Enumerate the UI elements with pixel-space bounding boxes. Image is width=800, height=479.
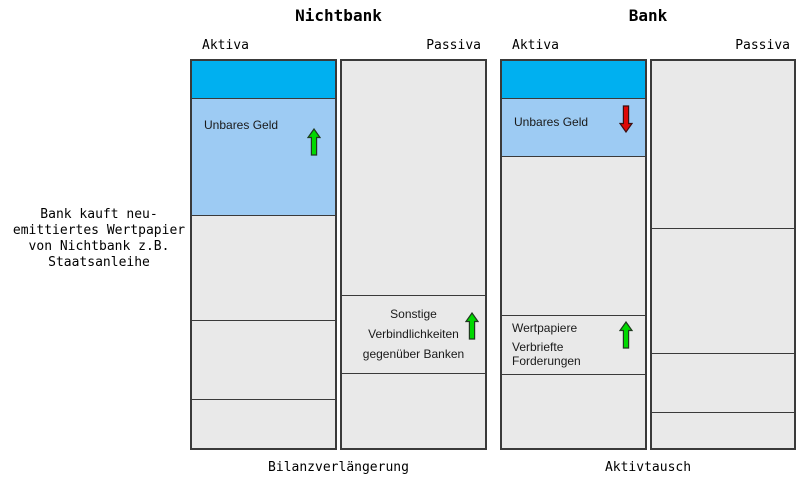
cell-divider <box>502 374 645 375</box>
bank-passiva-column <box>650 59 796 450</box>
nichtbank-caption: Bilanzverlängerung <box>268 460 409 475</box>
nichtbank-title: Nichtbank <box>295 6 382 25</box>
bank-wertpapiere-cell: Wertpapiere Verbriefte Forderungen <box>502 315 645 374</box>
cell-divider <box>652 412 794 413</box>
nichtbank-passiva-column: Sonstige Verbindlichkeiten gegenüber Ban… <box>340 59 487 450</box>
bank-passiva-header: Passiva <box>735 38 790 53</box>
cell-divider <box>192 399 335 400</box>
bank-aktiva-cash-cell <box>502 61 645 98</box>
nichtbank-sonstige-label: Sonstige Verbindlichkeiten gegenüber Ban… <box>342 295 485 373</box>
red-down-arrow-icon <box>619 105 633 133</box>
green-up-arrow-icon <box>465 312 479 340</box>
nichtbank-aktiva-column: Unbares Geld <box>190 59 337 450</box>
bank-wertpapiere-label: Wertpapiere Verbriefte Forderungen <box>512 315 615 374</box>
sonstige-line-2: Verbindlichkeiten <box>368 327 459 341</box>
annotation-text: Bank kauft neu- emittiertes Wertpapier v… <box>12 207 186 270</box>
wertpapiere-line-1: Wertpapiere <box>512 320 578 335</box>
bank-aktiva-column: Unbares Geld Wertpapiere Verbriefte Ford… <box>500 59 647 450</box>
cell-divider <box>192 215 335 216</box>
nichtbank-header-row: Aktiva Passiva <box>190 38 487 53</box>
cell-divider <box>342 373 485 374</box>
cell-divider <box>502 315 645 316</box>
cell-divider <box>342 295 485 296</box>
cell-divider <box>652 353 794 354</box>
nichtbank-unbares-geld-cell: Unbares Geld <box>192 98 335 215</box>
green-up-arrow-icon <box>307 128 321 156</box>
cell-divider <box>192 320 335 321</box>
sonstige-line-1: Sonstige <box>390 307 437 321</box>
cell-divider <box>502 98 645 99</box>
nichtbank-unbares-geld-label: Unbares Geld <box>204 118 279 132</box>
nichtbank-aktiva-header: Aktiva <box>202 38 249 53</box>
nichtbank-passiva-header: Passiva <box>426 38 481 53</box>
bank-title: Bank <box>628 6 668 25</box>
cell-divider <box>192 98 335 99</box>
nichtbank-aktiva-cash-cell <box>192 61 335 98</box>
cell-divider <box>652 228 794 229</box>
bank-unbares-geld-cell: Unbares Geld <box>502 98 645 156</box>
bank-unbares-geld-label: Unbares Geld <box>514 115 589 129</box>
bank-header-row: Aktiva Passiva <box>500 38 796 53</box>
green-up-arrow-icon <box>619 321 633 349</box>
wertpapiere-line-2: Verbriefte Forderungen <box>512 340 581 369</box>
sonstige-line-3: gegenüber Banken <box>362 347 465 361</box>
nichtbank-sonstige-cell: Sonstige Verbindlichkeiten gegenüber Ban… <box>342 295 485 373</box>
bank-aktiva-header: Aktiva <box>512 38 559 53</box>
cell-divider <box>502 156 645 157</box>
bank-caption: Aktivtausch <box>604 460 692 475</box>
